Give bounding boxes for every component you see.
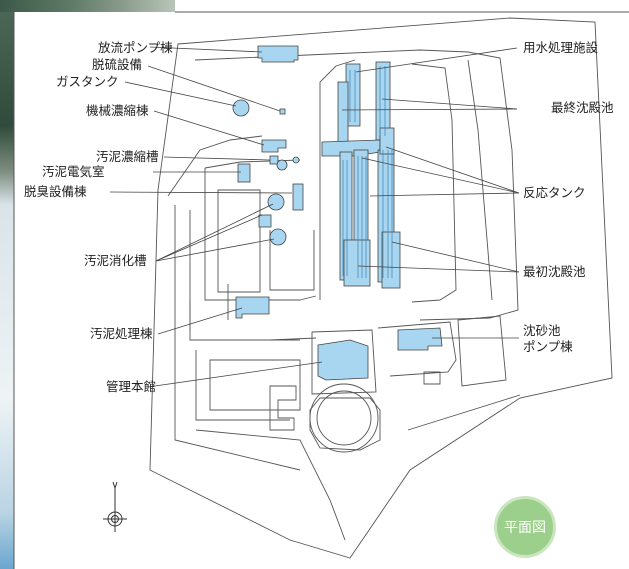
- building-gas-tank: [232, 99, 250, 117]
- aerial-photo-top: [0, 0, 175, 12]
- building-deodorization: [292, 183, 304, 211]
- aerial-photo-edge: [0, 0, 14, 569]
- building-sludge-thickening: [269, 155, 279, 165]
- building-sludge-treatment: [235, 296, 270, 319]
- label-grit-chamber: 沈砂池: [523, 323, 561, 338]
- building-desulfurization: [279, 108, 286, 115]
- building-final-settling-a: [337, 81, 349, 147]
- building-mech-thickening: [261, 139, 287, 153]
- label-sludge-digestion: 汚泥消化槽: [84, 253, 147, 268]
- label-desulfurization: 脱硫設備: [92, 57, 143, 72]
- label-admin-building: 管理本館: [106, 379, 157, 394]
- roundabout-outer: [309, 383, 379, 453]
- label-final-settling: 最終沈殿池: [551, 100, 614, 115]
- building-sludge-digestion-room: [258, 214, 272, 228]
- label-water-treatment: 用水処理施設: [523, 40, 599, 55]
- plan-view-badge: 平面図: [494, 496, 556, 558]
- building-admin: [317, 339, 369, 381]
- leader-lines: [109, 46, 520, 388]
- label-reaction-tank: 反応タンク: [523, 185, 586, 200]
- label-mech-thickening: 機械濃縮棟: [86, 103, 149, 118]
- label-gas-tank: ガスタンク: [56, 74, 119, 89]
- site-outline: [149, 17, 613, 559]
- north-compass: [103, 481, 127, 532]
- label-sludge-treatment: 汚泥処理棟: [90, 326, 153, 341]
- digestion-tank-a: [267, 193, 285, 211]
- label-sludge-electric: 汚泥電気室: [42, 164, 105, 179]
- plan-view-badge-text: 平面図: [504, 520, 546, 536]
- label-sludge-thickening: 汚泥濃縮槽: [96, 149, 159, 164]
- building-discharge-pump: [257, 45, 299, 63]
- label-deodorization: 脱臭設備棟: [24, 184, 87, 199]
- thickening-tank-b: [292, 156, 300, 164]
- thickening-tank-a: [276, 159, 288, 171]
- digestion-tank-b: [269, 228, 287, 246]
- tank-lanes: [342, 66, 393, 278]
- label-pump-building: ポンプ棟: [523, 339, 573, 354]
- roundabout: [316, 390, 372, 446]
- building-reaction-d: [379, 127, 395, 155]
- label-discharge-pump: 放流ポンプ棟: [98, 40, 173, 55]
- building-grit-pump: [397, 327, 443, 351]
- building-primary-settling-b: [381, 231, 401, 289]
- label-primary-settling: 最初沈殿池: [523, 264, 586, 279]
- building-sludge-electric: [237, 163, 251, 183]
